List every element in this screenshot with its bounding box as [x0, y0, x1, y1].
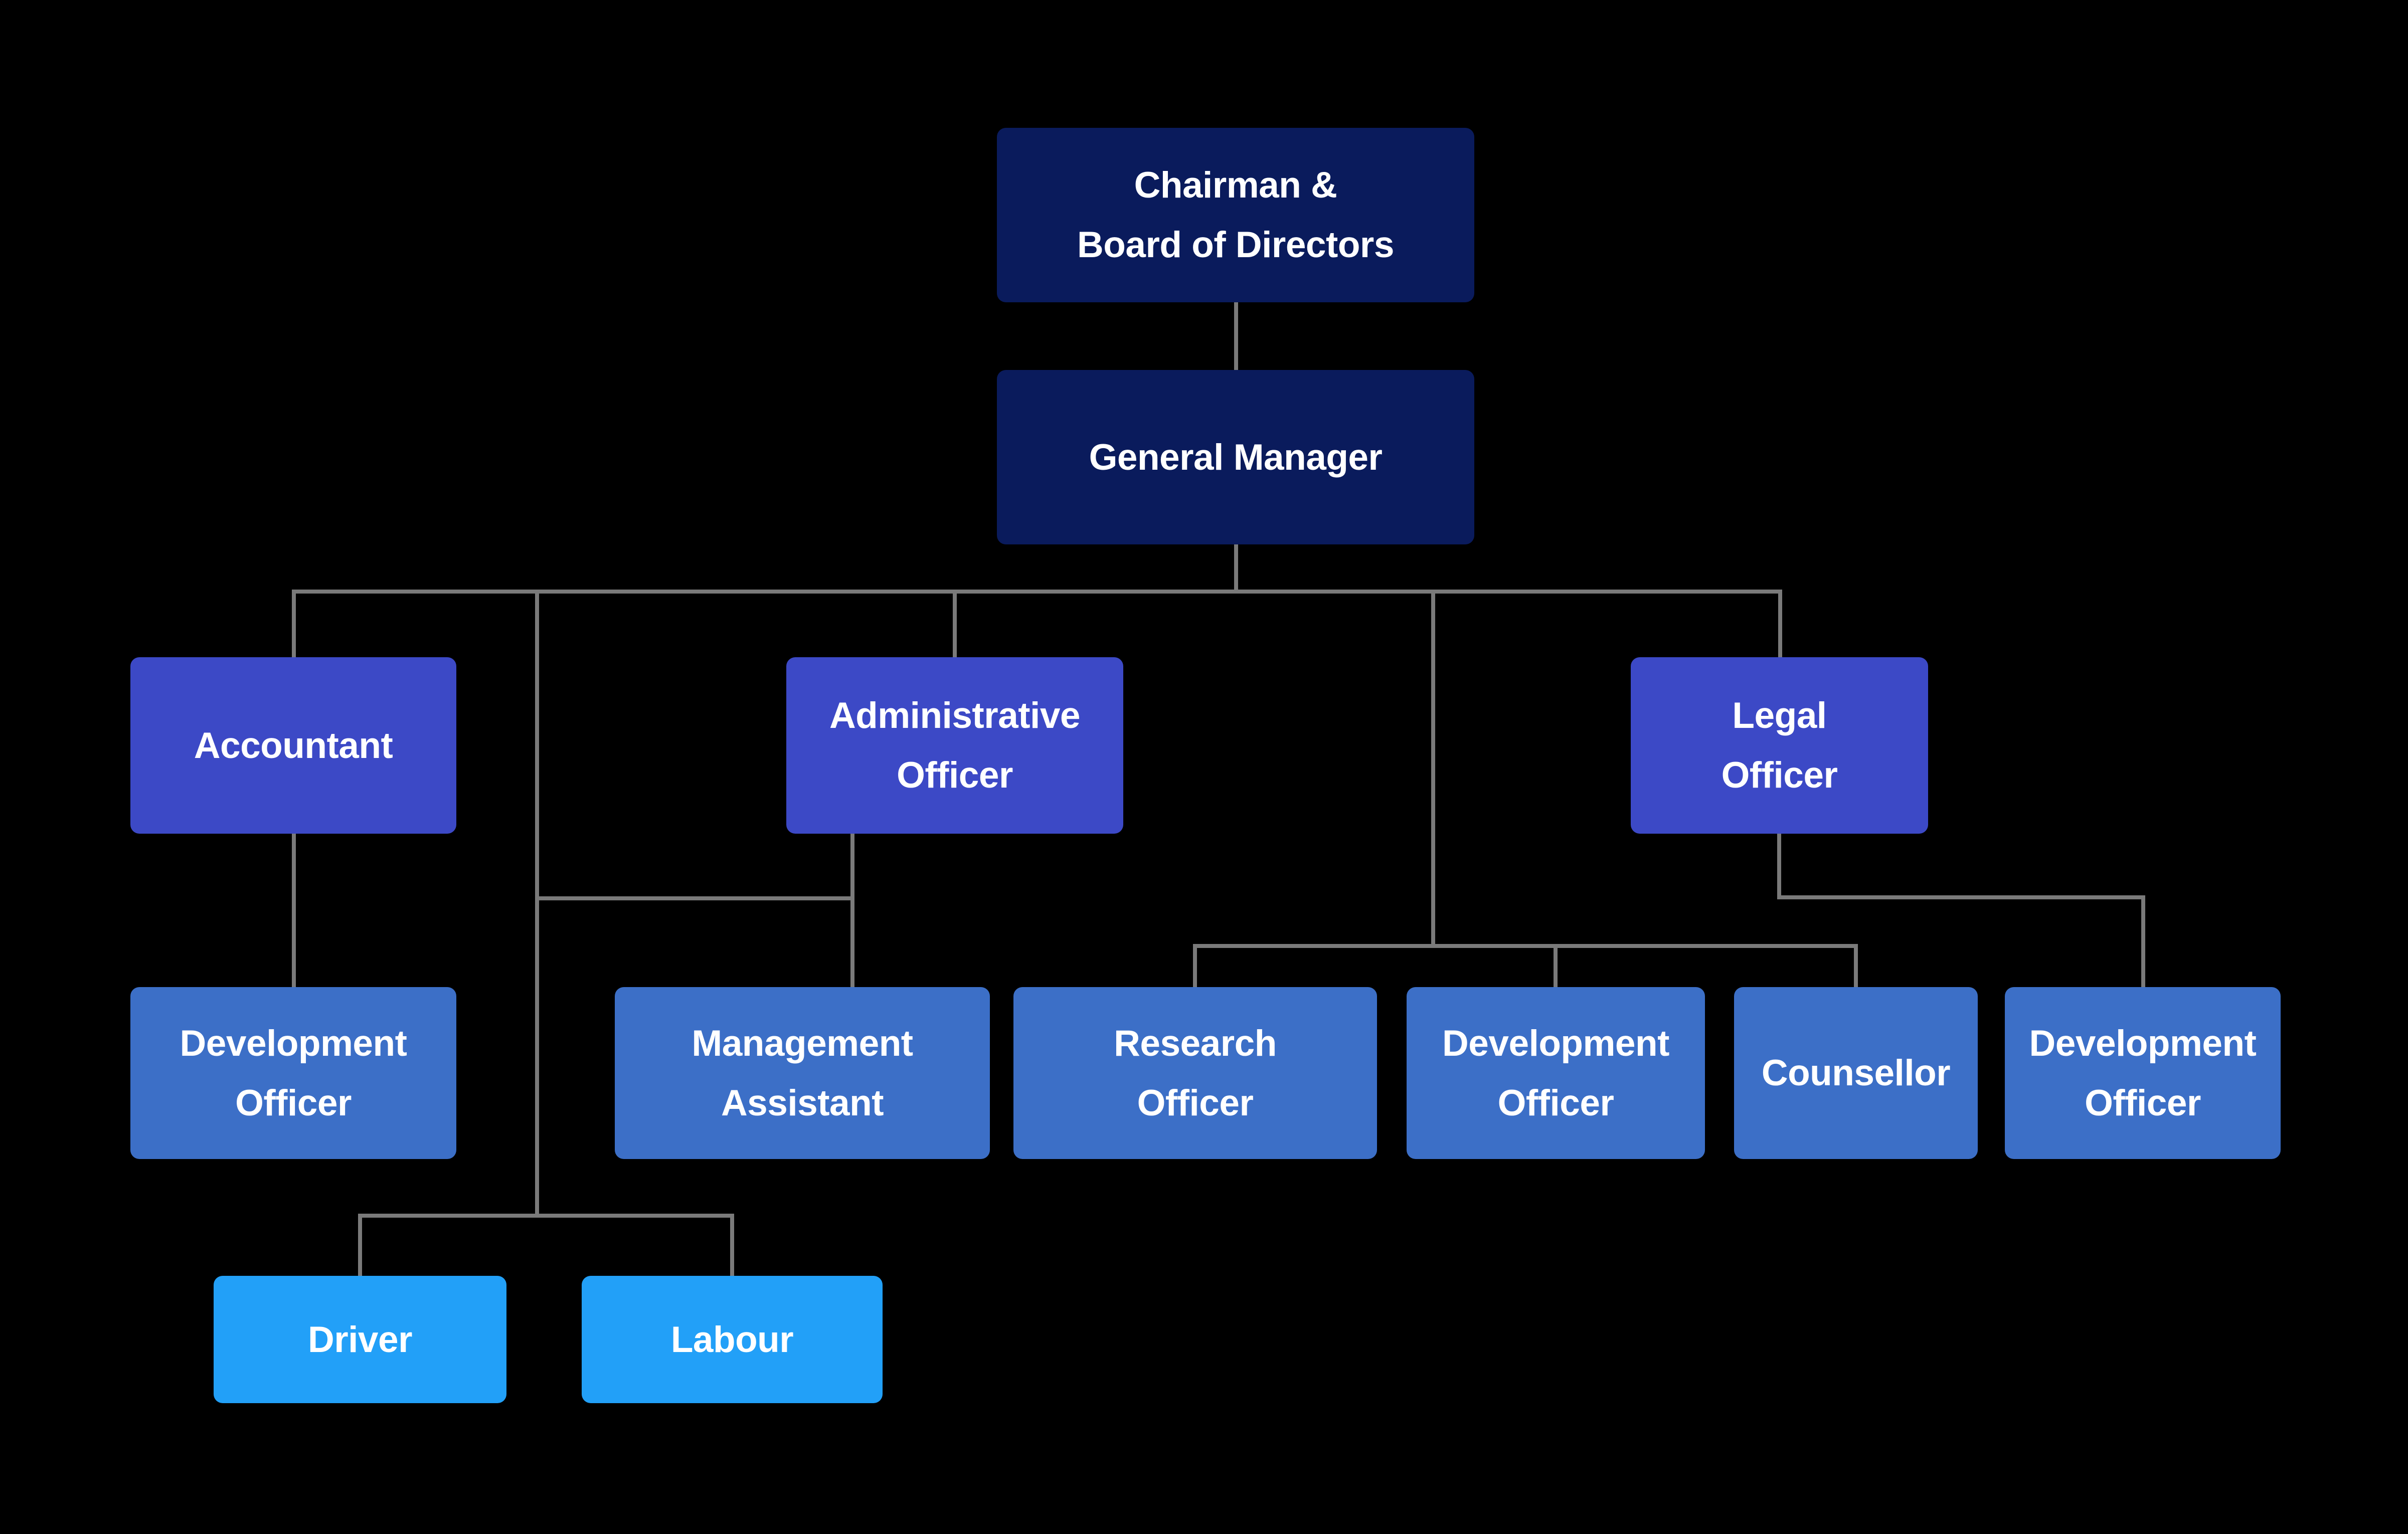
- node-label: Development: [1442, 1023, 1669, 1064]
- connector-bus-accountant: [292, 590, 296, 657]
- org-node-labour: Labour: [582, 1276, 883, 1403]
- connector-drop-research: [1193, 944, 1197, 987]
- org-node-driver: Driver: [214, 1276, 506, 1403]
- connector-accountant-devofficer: [292, 834, 296, 987]
- connector-drop-devmid: [1554, 944, 1558, 987]
- org-node-administrative-officer: Administrative Officer: [786, 657, 1123, 834]
- node-label: Development: [180, 1023, 407, 1064]
- org-node-accountant: Accountant: [130, 657, 456, 834]
- node-label: Development: [2029, 1023, 2257, 1064]
- connector-bus-support-vertical: [535, 590, 539, 1218]
- node-label: Labour: [670, 1319, 794, 1360]
- connector-legal-branch: [1777, 895, 2145, 899]
- node-label: Chairman &: [1134, 165, 1337, 206]
- node-label: Management: [692, 1023, 913, 1064]
- node-label: Legal: [1732, 695, 1827, 736]
- node-label: Officer: [2085, 1082, 2201, 1123]
- org-node-development-officer-mid: Development Officer: [1407, 987, 1705, 1159]
- org-node-development-officer-legal: Development Officer: [2005, 987, 2281, 1159]
- connector-research-bus: [1193, 944, 1858, 948]
- org-node-legal-officer: Legal Officer: [1631, 657, 1928, 834]
- org-node-research-officer: Research Officer: [1013, 987, 1377, 1159]
- connector-bus-legal: [1778, 590, 1782, 657]
- node-label: Counsellor: [1761, 1053, 1951, 1093]
- node-label: General Manager: [1089, 437, 1383, 478]
- node-label: Research: [1114, 1023, 1277, 1064]
- node-label: Officer: [1137, 1082, 1254, 1123]
- connector-admin-support-link: [535, 896, 854, 900]
- connector-main-bus: [292, 590, 1782, 594]
- org-node-counsellor: Counsellor: [1734, 987, 1978, 1159]
- node-label: Officer: [897, 755, 1013, 796]
- connector-drop-devlegal: [2141, 895, 2145, 987]
- connector-driver-labour-bus: [358, 1214, 734, 1218]
- node-label: Officer: [235, 1082, 352, 1123]
- node-label: Administrative: [829, 695, 1081, 736]
- connector-drop-counsellor: [1854, 944, 1858, 987]
- connector-legal-down: [1777, 834, 1781, 899]
- org-node-management-assistant: Management Assistant: [615, 987, 990, 1159]
- connector-bus-admin: [953, 590, 957, 657]
- org-node-development-officer-accounts: Development Officer: [130, 987, 456, 1159]
- node-label: Accountant: [194, 725, 393, 766]
- node-label: Assistant: [721, 1082, 884, 1123]
- connector-drop-labour: [730, 1214, 734, 1276]
- org-node-general-manager: General Manager: [997, 370, 1474, 544]
- connector-drop-driver: [358, 1214, 362, 1276]
- node-label: Driver: [307, 1319, 413, 1360]
- node-label: Officer: [1721, 755, 1838, 796]
- connector-gm-bus: [1234, 544, 1238, 594]
- connector-chairman-gm: [1234, 302, 1238, 372]
- org-node-chairman-board: Chairman & Board of Directors: [997, 128, 1474, 302]
- connector-bus-research-group: [1431, 590, 1435, 948]
- node-label: Board of Directors: [1077, 225, 1394, 265]
- connector-admin-ma: [850, 834, 854, 987]
- node-label: Officer: [1497, 1082, 1614, 1123]
